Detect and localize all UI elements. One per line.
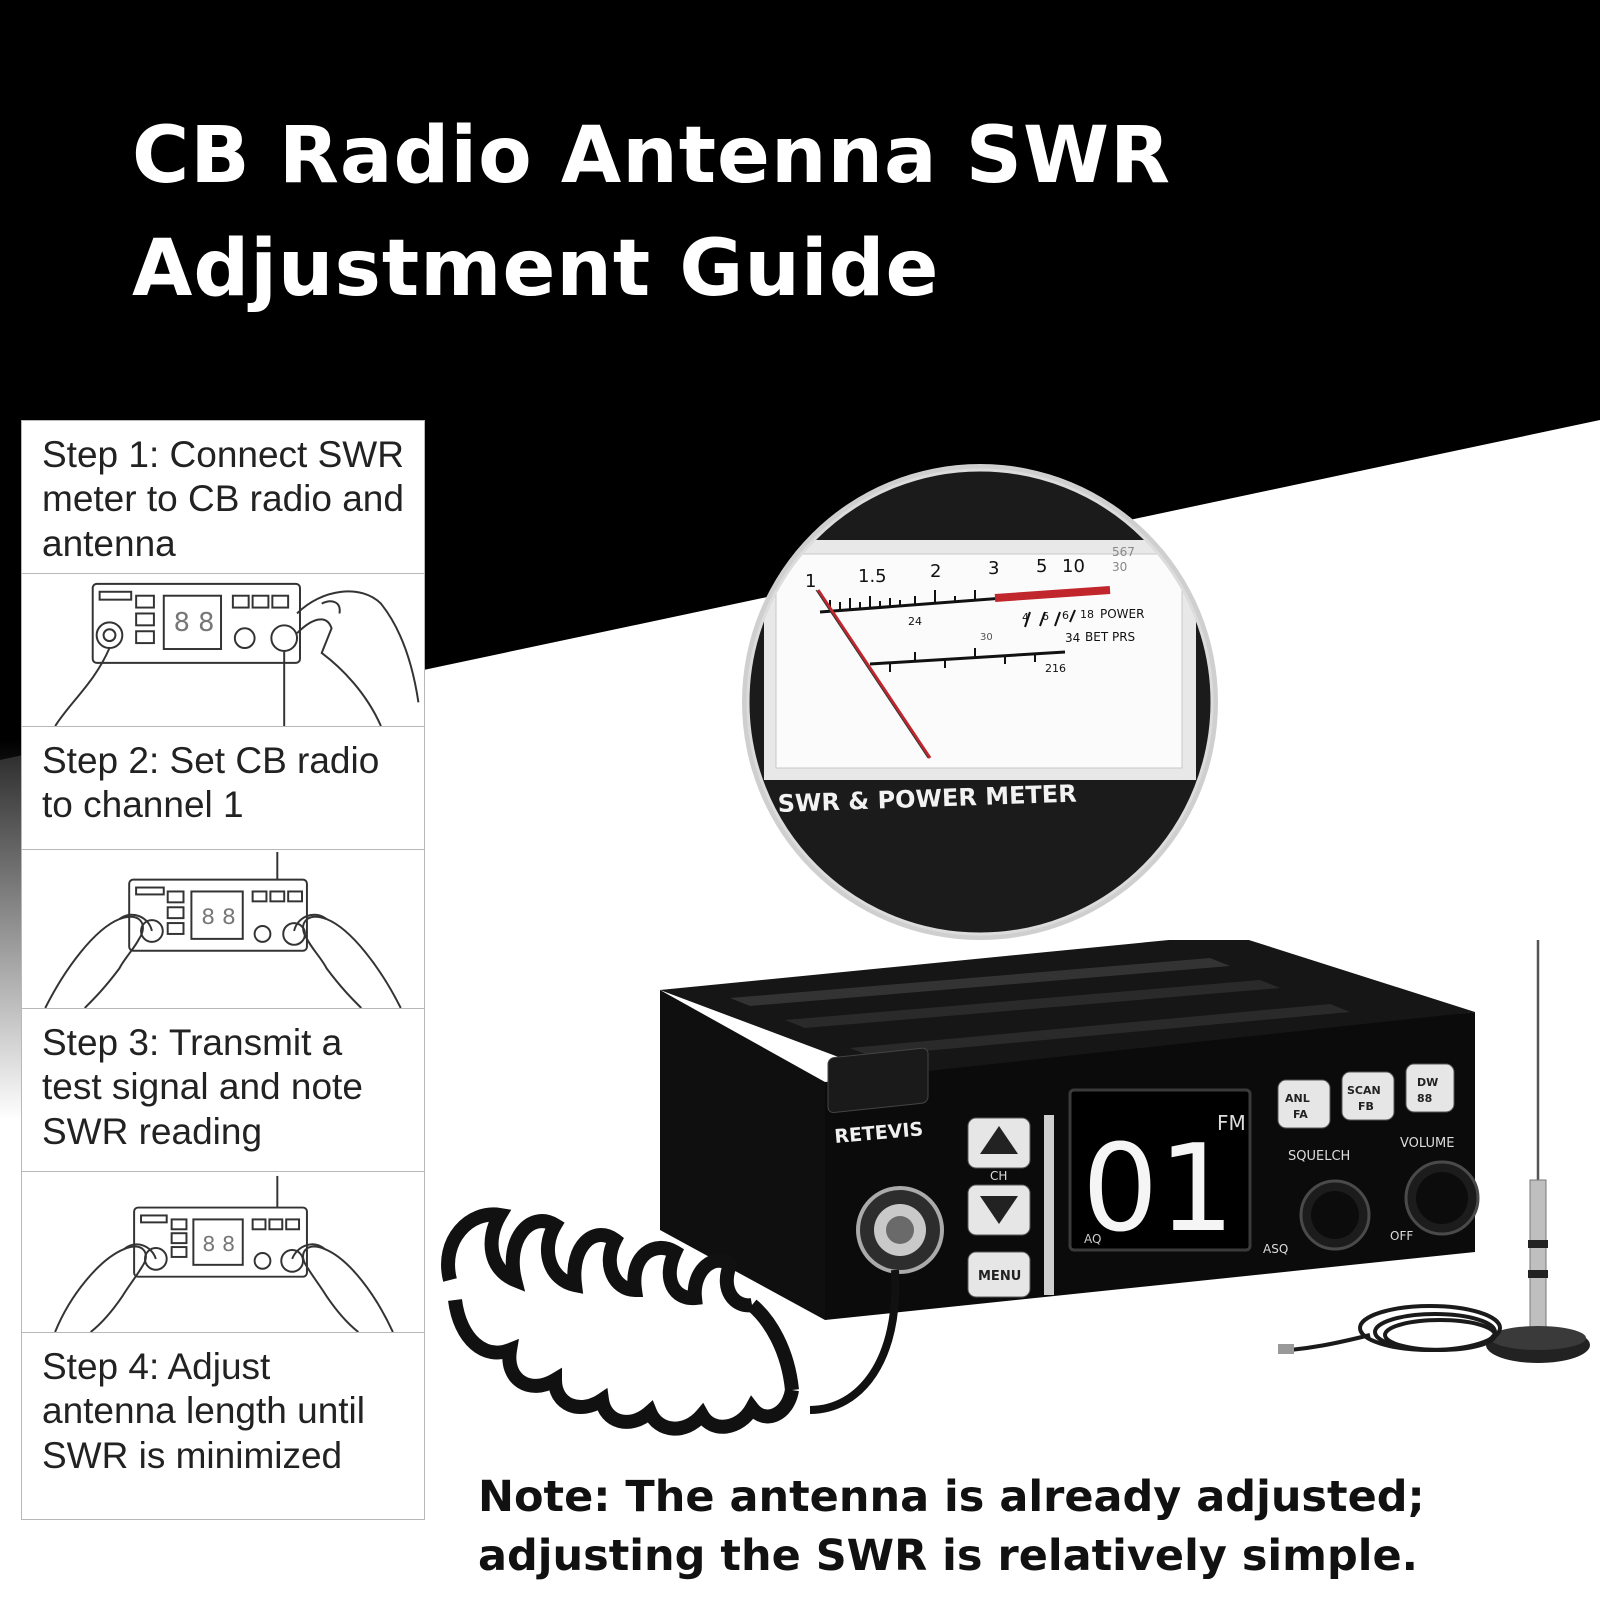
dw-button[interactable] — [1405, 1063, 1455, 1113]
channel-number: 01 — [1082, 1120, 1235, 1259]
swr-tick-right-2: 30 — [1112, 560, 1127, 574]
off-label: OFF — [1390, 1229, 1413, 1243]
swr-tick-1-5: 1.5 — [858, 566, 887, 587]
menu-button[interactable] — [967, 1251, 1031, 1298]
swr-tick-right-1: 567 — [1112, 545, 1135, 559]
title-line-2: Adjustment Guide — [132, 224, 940, 315]
squelch-label: SQUELCH — [1288, 1149, 1350, 1164]
step-3-illustration: 8 8 — [22, 1171, 424, 1333]
aq-indicator: AQ — [1084, 1232, 1101, 1246]
step-1-text: Step 1: Connect SWR meter to CB radio an… — [22, 433, 424, 573]
dw-label: DW — [1417, 1076, 1438, 1089]
swr-tick-3: 3 — [988, 558, 999, 579]
power-tick-18: 18 — [1080, 608, 1094, 621]
mic-coiled-cord — [441, 1207, 799, 1436]
cb-radio-product: RETEVIS CH MENU 01 FM AQ ANL FA SCAN FB … — [430, 940, 1600, 1460]
note-text: Note: The antenna is already adjusted; a… — [478, 1468, 1425, 1586]
anl-button[interactable] — [1277, 1079, 1331, 1129]
note-line-1: Note: The antenna is already adjusted; — [478, 1472, 1425, 1522]
bottom-tick-30: 30 — [980, 632, 993, 643]
bottom-tick-216: 216 — [1045, 662, 1066, 675]
asq-label: ASQ — [1263, 1242, 1288, 1256]
step-2-text: Step 2: Set CB radio to channel 1 — [22, 739, 424, 849]
swr-tick-1: 1 — [805, 571, 816, 592]
bottom-label: BET PRS — [1085, 630, 1135, 644]
channel-label: CH — [990, 1169, 1007, 1183]
note-line-2: adjusting the SWR is relatively simple. — [478, 1530, 1418, 1581]
steps-panel: Step 1: Connect SWR meter to CB radio an… — [21, 420, 425, 1520]
power-label: POWER — [1100, 607, 1144, 621]
bottom-tick-34: 34 — [1065, 631, 1080, 645]
svg-text:8 8: 8 8 — [201, 905, 236, 930]
svg-text:8 8: 8 8 — [174, 608, 215, 638]
step-3-text: Step 3: Transmit a test signal and note … — [22, 1021, 424, 1171]
antenna-coax-cable — [1289, 1304, 1502, 1352]
meter-needle — [816, 589, 932, 759]
svg-text:FB: FB — [1358, 1100, 1374, 1113]
step-1-illustration: 8 8 — [22, 573, 424, 727]
menu-button-label: MENU — [978, 1269, 1021, 1284]
page-title: CB Radio Antenna SWR Adjustment Guide — [132, 100, 1171, 326]
channel-display — [1068, 1088, 1252, 1252]
title-line-1: CB Radio Antenna SWR — [132, 111, 1172, 201]
mode-indicator: FM — [1217, 1111, 1246, 1135]
swr-meter-closeup: 1 1.5 2 3 5 10 567 30 24 4 6 6 18 POWER … — [740, 462, 1220, 942]
anl-label: ANL — [1285, 1092, 1310, 1105]
scan-label: SCAN — [1347, 1084, 1381, 1097]
power-tick-6b: 6 — [1062, 609, 1069, 622]
swr-tick-5: 5 — [1036, 556, 1047, 577]
svg-text:FA: FA — [1293, 1108, 1308, 1121]
power-tick-6a: 6 — [1042, 610, 1049, 623]
step-2-illustration: 8 8 — [22, 849, 424, 1009]
power-tick-24: 24 — [908, 615, 922, 628]
power-scale-arc — [869, 650, 1066, 666]
volume-label: VOLUME — [1400, 1136, 1454, 1151]
step-4-text: Step 4: Adjust antenna length until SWR … — [22, 1345, 424, 1515]
svg-text:88: 88 — [1417, 1092, 1432, 1105]
swr-red-zone — [994, 586, 1111, 602]
power-tick-4: 4 — [1022, 611, 1029, 624]
swr-tick-10: 10 — [1062, 556, 1085, 577]
swr-tick-2: 2 — [930, 561, 941, 582]
scan-button[interactable] — [1341, 1071, 1395, 1121]
svg-text:8 8: 8 8 — [202, 1232, 235, 1256]
